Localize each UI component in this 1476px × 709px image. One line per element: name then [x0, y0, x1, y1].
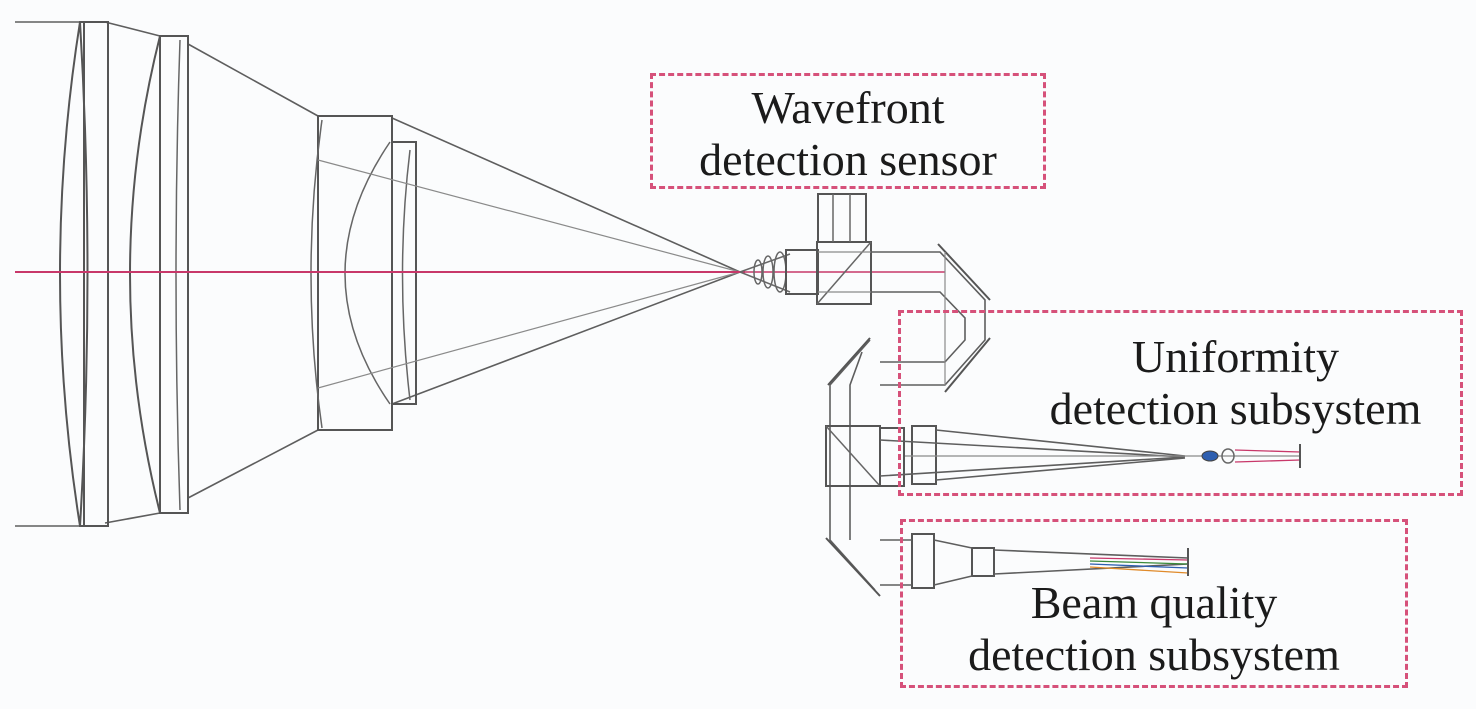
- uniformity-label-line2: detection subsystem: [1049, 383, 1422, 434]
- lens-2: [129, 35, 161, 514]
- wavefront-label-line2: detection sensor: [699, 134, 997, 185]
- uniformity-label-line1: Uniformity: [1132, 331, 1339, 382]
- beam-quality-label-line1: Beam quality: [1030, 577, 1278, 628]
- uniformity-arm: [879, 429, 1301, 481]
- lens-1-rim: [83, 21, 109, 527]
- beam-splitter-1: [816, 193, 872, 305]
- beam-splitter-2: [825, 425, 937, 487]
- beam-envelope-bottom: [15, 271, 741, 527]
- beam-quality-arm: [880, 533, 1189, 589]
- wavefront-sensor-callout: Wavefront detection sensor: [650, 73, 1046, 189]
- wavefront-label-line1: Wavefront: [751, 82, 945, 133]
- beam-envelope-top: [15, 21, 741, 273]
- objective-lens-group: [15, 21, 741, 527]
- beam-quality-label-line2: detection subsystem: [968, 629, 1340, 680]
- fold-mirrors: [825, 243, 991, 597]
- beam-quality-subsystem-callout: Beam quality detection subsystem: [900, 519, 1408, 688]
- relay-lens-group: [739, 249, 819, 295]
- lens-2-rim: [159, 35, 189, 514]
- uniformity-subsystem-callout: Uniformity detection subsystem: [898, 310, 1463, 496]
